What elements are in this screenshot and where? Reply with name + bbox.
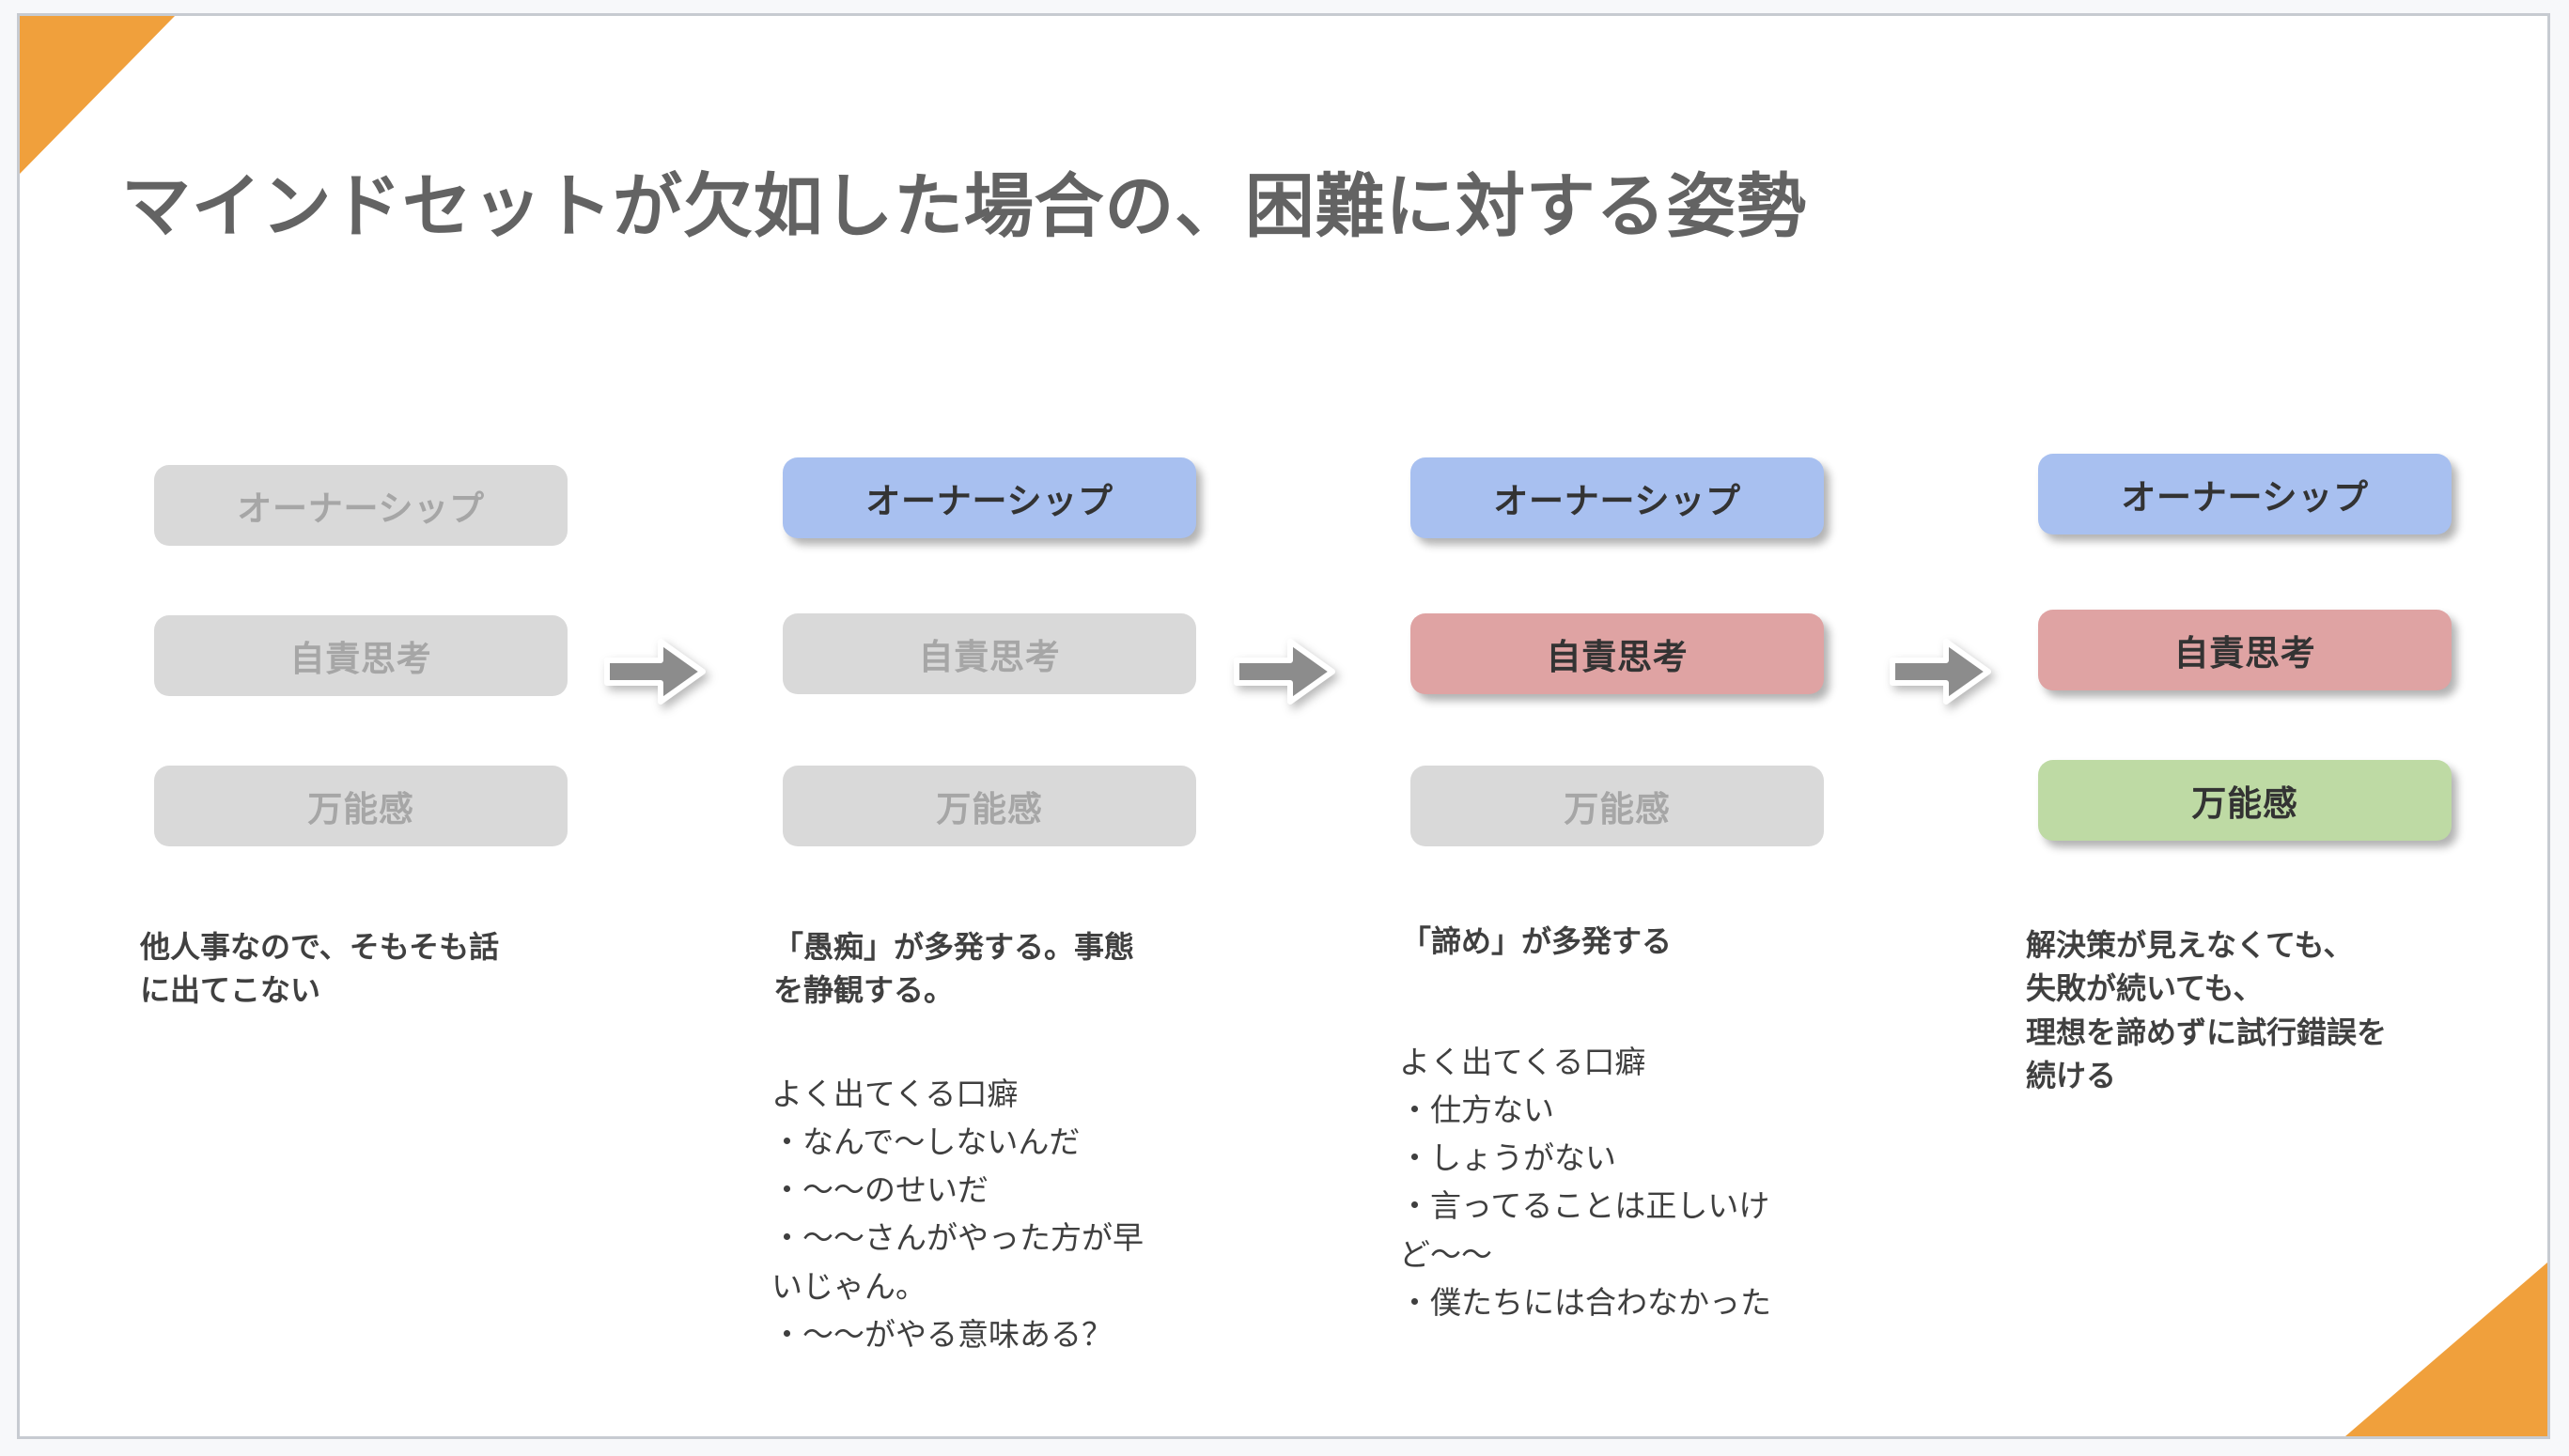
pill-label: オーナーシップ bbox=[237, 489, 485, 528]
stage-body-3: よく出てくる口癖 ・仕方ない ・しょうがない ・言ってることは正しいけ ど〜〜 … bbox=[1399, 1045, 1771, 1320]
right-arrow-icon-1 bbox=[604, 636, 706, 707]
pill-ownership-stage2[interactable]: オーナーシップ bbox=[783, 457, 1196, 538]
pill-omnipotence-stage4[interactable]: 万能感 bbox=[2038, 760, 2452, 841]
pill-label: 万能感 bbox=[307, 790, 414, 829]
stage-caption-4: 解決策が見えなくても、 失敗が続いても、 理想を諦めずに試行錯誤を 続ける bbox=[2026, 928, 2388, 1093]
pill-label: 万能感 bbox=[1564, 790, 1671, 829]
pill-self-accountability-stage1[interactable]: 自責思考 bbox=[154, 615, 568, 696]
pill-label: オーナーシップ bbox=[1493, 482, 1741, 520]
pill-label: オーナーシップ bbox=[2121, 478, 2369, 517]
pill-omnipotence-stage1[interactable]: 万能感 bbox=[154, 766, 568, 846]
pill-ownership-stage1[interactable]: オーナーシップ bbox=[154, 465, 568, 546]
pill-label: 万能感 bbox=[936, 790, 1043, 829]
pill-label: 自責思考 bbox=[289, 640, 432, 678]
stage-caption-3: 「諦め」が多発する bbox=[1401, 924, 1673, 958]
pill-label: 万能感 bbox=[2191, 784, 2298, 823]
stage-caption-1: 他人事なので、そもそも話 に出てこない bbox=[140, 930, 500, 1008]
page-title: マインドセットが欠如した場合の、困難に対する姿勢 bbox=[121, 167, 1807, 245]
pill-ownership-stage3[interactable]: オーナーシップ bbox=[1410, 457, 1824, 538]
pill-label: オーナーシップ bbox=[865, 482, 1113, 520]
pill-omnipotence-stage2[interactable]: 万能感 bbox=[783, 766, 1196, 846]
pill-ownership-stage4[interactable]: オーナーシップ bbox=[2038, 454, 2452, 534]
stage-body-2: よく出てくる口癖 ・なんで〜しないんだ ・〜〜のせいだ ・〜〜さんがやった方が早… bbox=[771, 1077, 1144, 1352]
pill-self-accountability-stage3[interactable]: 自責思考 bbox=[1410, 613, 1824, 694]
pill-self-accountability-stage4[interactable]: 自責思考 bbox=[2038, 610, 2452, 690]
corner-triangle-bottom-right-icon bbox=[2345, 1262, 2547, 1436]
right-arrow-icon-3 bbox=[1890, 636, 1991, 707]
pill-label: 自責思考 bbox=[918, 638, 1061, 676]
pill-label: 自責思考 bbox=[2173, 634, 2316, 673]
pill-omnipotence-stage3[interactable]: 万能感 bbox=[1410, 766, 1824, 846]
pill-label: 自責思考 bbox=[1546, 638, 1689, 676]
stage-caption-2: 「愚痴」が多発する。事態 を静観する。 bbox=[773, 930, 1135, 1008]
right-arrow-icon-2 bbox=[1234, 636, 1335, 707]
slide-canvas: マインドセットが欠如した場合の、困難に対する姿勢 オーナーシップ 自責思考 万能… bbox=[17, 13, 2550, 1439]
pill-self-accountability-stage2[interactable]: 自責思考 bbox=[783, 613, 1196, 694]
